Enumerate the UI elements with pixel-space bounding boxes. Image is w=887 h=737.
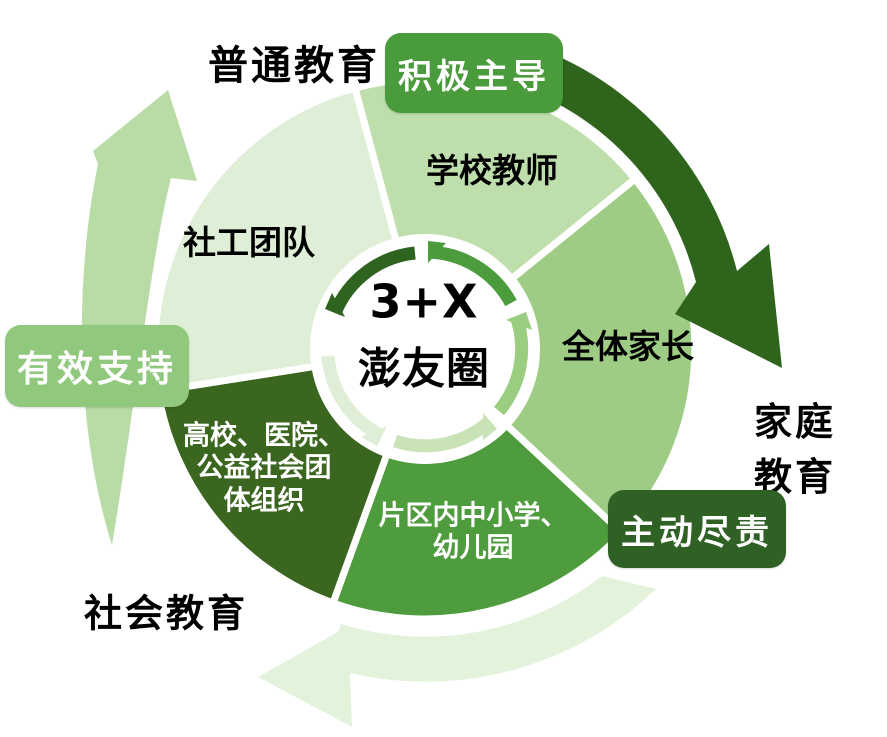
bottom-leftward-arrow (258, 576, 656, 727)
badge-effective-support-text: 有效支持 (16, 348, 177, 390)
segment-label-district-schools-kindergartens: 片区内中小学、 幼儿园 (378, 500, 568, 564)
badge-effective-support: 有效支持 (5, 325, 189, 407)
dark-clockwise-arrow (502, 37, 782, 368)
center-title-line1: 3+X (369, 274, 479, 329)
center-disc (310, 234, 540, 464)
ring-fin-dark (325, 293, 345, 317)
label-general-education: 普通教育 (208, 42, 380, 89)
center-title-line2: 澎友圈 (358, 344, 490, 395)
ring-fin-verypale (361, 426, 387, 446)
ring-arc-medium (427, 245, 517, 307)
segment-label-social-work-team: 社工团队 (183, 223, 315, 263)
ring-arc-dark (328, 246, 416, 316)
ring-arc-pale (392, 416, 495, 453)
segment-label-school-teachers: 学校教师 (426, 151, 558, 191)
segment-label-universities-hospitals-charities: 高校、医院、 公益社会团 体组织 (183, 420, 345, 517)
segment-label-all-parents: 全体家长 (562, 327, 694, 367)
badge-proactively-responsible-text: 主动尽责 (621, 512, 773, 553)
center-title: 3+X 澎友圈 (358, 258, 490, 411)
label-family-education: 家庭教育 (753, 399, 836, 499)
badge-proactively-responsible: 主动尽责 (608, 490, 786, 568)
badge-actively-lead-text: 积极主导 (398, 56, 550, 97)
ring-fin-pale (483, 413, 497, 440)
ring-fin-medium (428, 241, 446, 263)
ring-arc-verypale (321, 355, 386, 442)
label-social-education: 社会教育 (83, 590, 249, 636)
ring-arc-light (493, 313, 529, 416)
left-upward-arrow (81, 90, 197, 545)
ring-fin-light (506, 312, 532, 330)
badge-actively-lead: 积极主导 (385, 33, 563, 113)
